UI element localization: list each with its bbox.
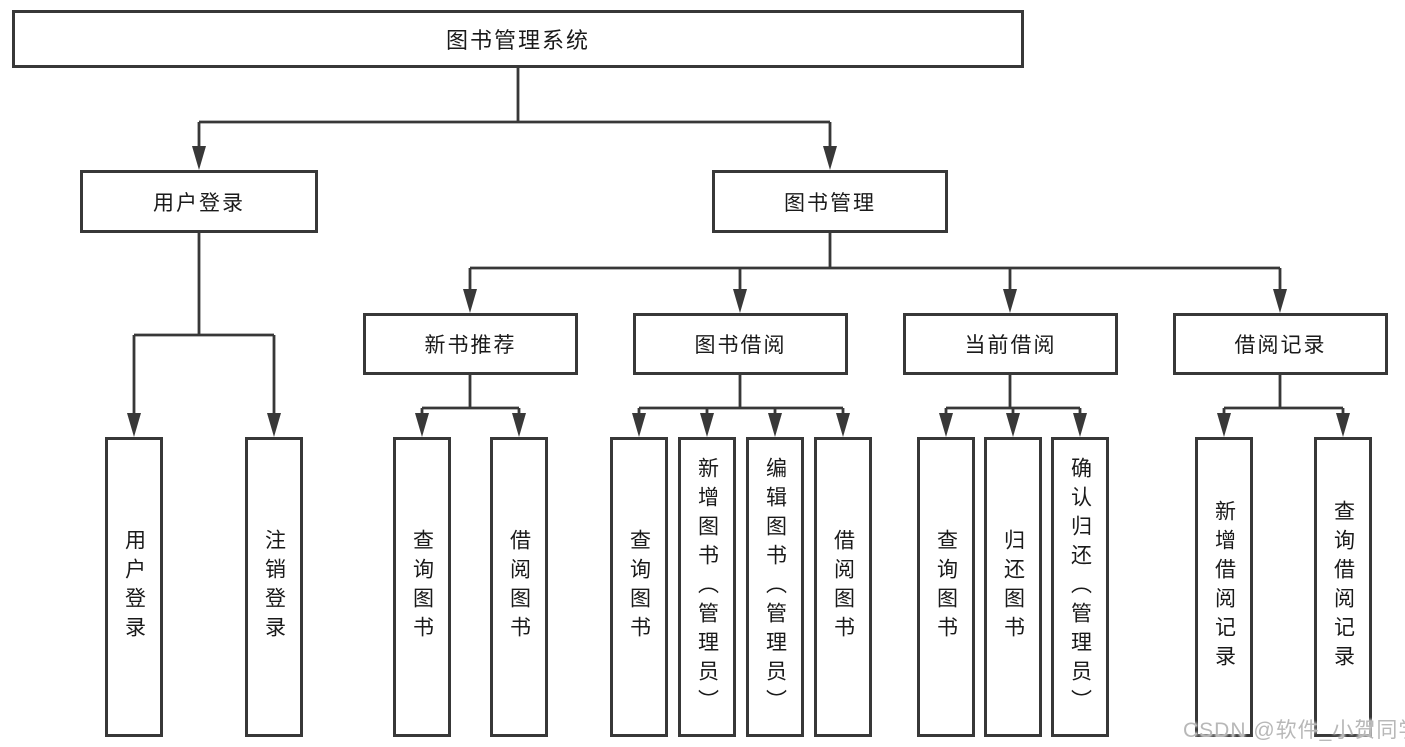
node-label: 确认归还（管理员） — [1068, 456, 1092, 718]
node-label: 借阅图书 — [831, 529, 855, 645]
watermark: CSDN @软件_小贺同学 — [1183, 719, 1405, 742]
node-new-book-recommend: 新书推荐 — [363, 313, 578, 375]
node-label: 借阅图书 — [507, 529, 531, 645]
leaf-query-books: 查询图书 — [610, 437, 668, 737]
node-label: 新增图书（管理员） — [695, 456, 719, 718]
leaf-edit-books-admin: 编辑图书（管理员） — [746, 437, 804, 737]
node-label: 用户登录 — [122, 529, 146, 645]
node-label: 查询图书 — [627, 529, 651, 645]
leaf-user-login: 用户登录 — [105, 437, 163, 737]
node-label: 当前借阅 — [964, 334, 1057, 357]
node-label: 注销登录 — [262, 529, 286, 645]
node-label: 编辑图书（管理员） — [763, 456, 787, 718]
arrowhead-icons — [127, 146, 1350, 437]
node-book-management: 图书管理 — [712, 170, 948, 233]
node-label: 查询借阅记录 — [1331, 500, 1355, 674]
node-book-borrow: 图书借阅 — [633, 313, 848, 375]
node-label: 新书推荐 — [424, 334, 517, 357]
node-current-borrow: 当前借阅 — [903, 313, 1118, 375]
leaf-logout: 注销登录 — [245, 437, 303, 737]
leaf-add-borrow-record: 新增借阅记录 — [1195, 437, 1253, 737]
connector-edges — [132, 68, 1345, 418]
node-borrow-records: 借阅记录 — [1173, 313, 1388, 375]
node-label: 图书借阅 — [694, 334, 787, 357]
leaf-confirm-return-admin: 确认归还（管理员） — [1051, 437, 1109, 737]
node-label: 图书管理系统 — [445, 28, 590, 53]
node-label: 图书管理 — [784, 191, 876, 215]
leaf-query-borrow-record: 查询借阅记录 — [1314, 437, 1372, 737]
node-label: 借阅记录 — [1234, 334, 1327, 357]
node-user-login: 用户登录 — [80, 170, 318, 233]
leaf-query-books: 查询图书 — [917, 437, 975, 737]
node-label: 查询图书 — [410, 529, 434, 645]
leaf-query-books: 查询图书 — [393, 437, 451, 737]
leaf-borrow-books: 借阅图书 — [814, 437, 872, 737]
node-label: 新增借阅记录 — [1212, 500, 1236, 674]
leaf-return-books: 归还图书 — [984, 437, 1042, 737]
node-root: 图书管理系统 — [12, 10, 1024, 68]
node-label: 归还图书 — [1001, 529, 1025, 645]
node-label: 查询图书 — [934, 529, 958, 645]
node-label: 用户登录 — [153, 191, 245, 215]
leaf-borrow-books: 借阅图书 — [490, 437, 548, 737]
leaf-add-books-admin: 新增图书（管理员） — [678, 437, 736, 737]
